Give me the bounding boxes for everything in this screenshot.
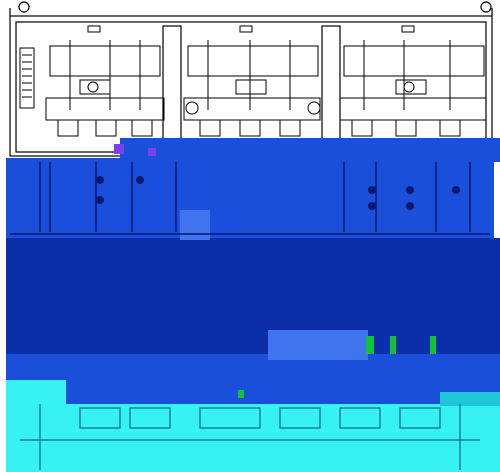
cabinet-outer-outline <box>9 15 493 157</box>
breaker-bay-1 <box>45 40 165 137</box>
breaker-bay-3 <box>339 40 487 137</box>
blue-rivets <box>96 176 460 210</box>
bolt-hole-icon <box>307 101 321 115</box>
column-dividers <box>162 25 341 153</box>
hinge-icon <box>480 1 492 13</box>
hinge-icons <box>18 1 492 13</box>
breaker-bay-2 <box>183 40 321 137</box>
purple-accents <box>114 144 156 156</box>
hinge-icon <box>18 1 30 13</box>
blue-distortion <box>6 138 500 404</box>
terminal-strip <box>19 47 35 109</box>
divider-left <box>162 25 182 153</box>
cyan-distortion <box>6 380 500 472</box>
cyan-detail-lines <box>20 404 480 470</box>
divider-right <box>321 25 341 153</box>
bolt-hole-icon <box>185 101 199 115</box>
blue-detail-lines <box>10 162 490 235</box>
mounting-tabs <box>87 25 415 33</box>
